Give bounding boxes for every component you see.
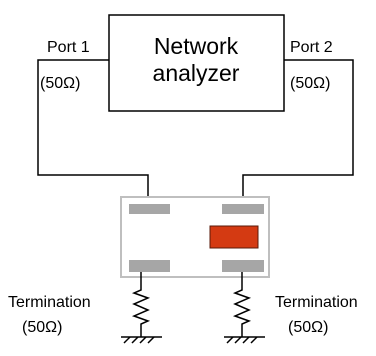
port2-impedance: (50Ω) (290, 75, 330, 92)
termination-right-resistor (232, 272, 252, 337)
network-analyzer-box (108, 14, 285, 112)
port1-impedance: (50Ω) (40, 75, 80, 92)
ground-left-icon (121, 336, 162, 344)
termination-right-label: Termination (275, 294, 358, 311)
device-under-test-chip (209, 225, 259, 249)
port2-cable (242, 59, 354, 204)
pad-bottom-right (222, 260, 264, 272)
termination-right-impedance: (50Ω) (288, 319, 328, 336)
termination-left-resistor (131, 272, 151, 337)
pad-top-left (129, 204, 170, 214)
termination-left-impedance: (50Ω) (22, 319, 62, 336)
pad-bottom-left (129, 260, 170, 272)
port2-label: Port 2 (290, 39, 333, 56)
analyzer-title-line2: analyzer (153, 60, 240, 86)
termination-left-label: Termination (8, 294, 91, 311)
port1-cable (37, 59, 149, 204)
pad-top-right (222, 204, 264, 214)
analyzer-title-line1: Network (154, 33, 239, 59)
port1-label: Port 1 (47, 39, 90, 56)
ground-right-icon (224, 336, 265, 344)
